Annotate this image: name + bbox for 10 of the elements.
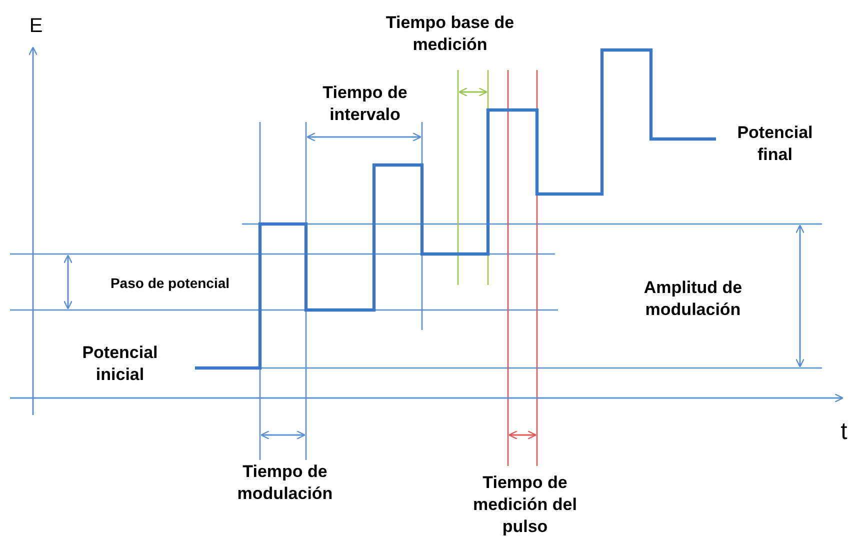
axis-label: t [840, 418, 848, 446]
annotation-label: Amplitud de modulación [642, 277, 744, 321]
annotation-label: Paso de potencial [109, 274, 231, 293]
annotation-label: Tiempo base de medición [384, 12, 516, 56]
annotation-label: Potencial final [736, 122, 814, 166]
annotation-label: Tiempo de medición del pulso [472, 472, 578, 538]
annotation-label: Tiempo de intervalo [322, 82, 408, 126]
annotation-label: Tiempo de modulación [236, 461, 334, 505]
axis-label: E [28, 14, 44, 38]
annotation-label: Potencial inicial [81, 342, 159, 386]
